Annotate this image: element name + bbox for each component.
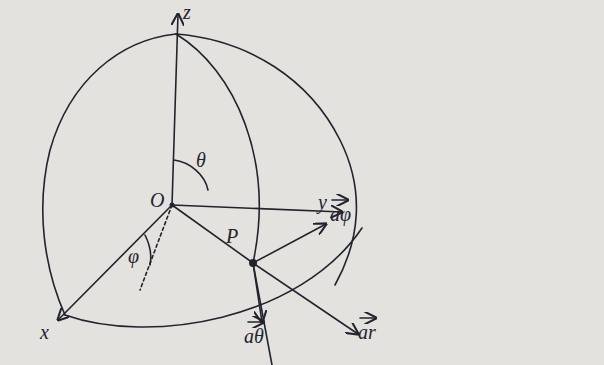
axis-label: z [183, 2, 191, 22]
point-label: P [226, 226, 238, 246]
unit-vector-label: aθ [244, 326, 264, 346]
angle-label: φ [128, 246, 139, 266]
angle-label: θ [196, 150, 206, 170]
axis-label: x [40, 322, 49, 342]
axis-label: y [318, 192, 327, 212]
unit-vector-label: aφ [330, 204, 351, 224]
unit-vector-label: ar [358, 322, 376, 342]
origin-label: O [150, 190, 164, 210]
